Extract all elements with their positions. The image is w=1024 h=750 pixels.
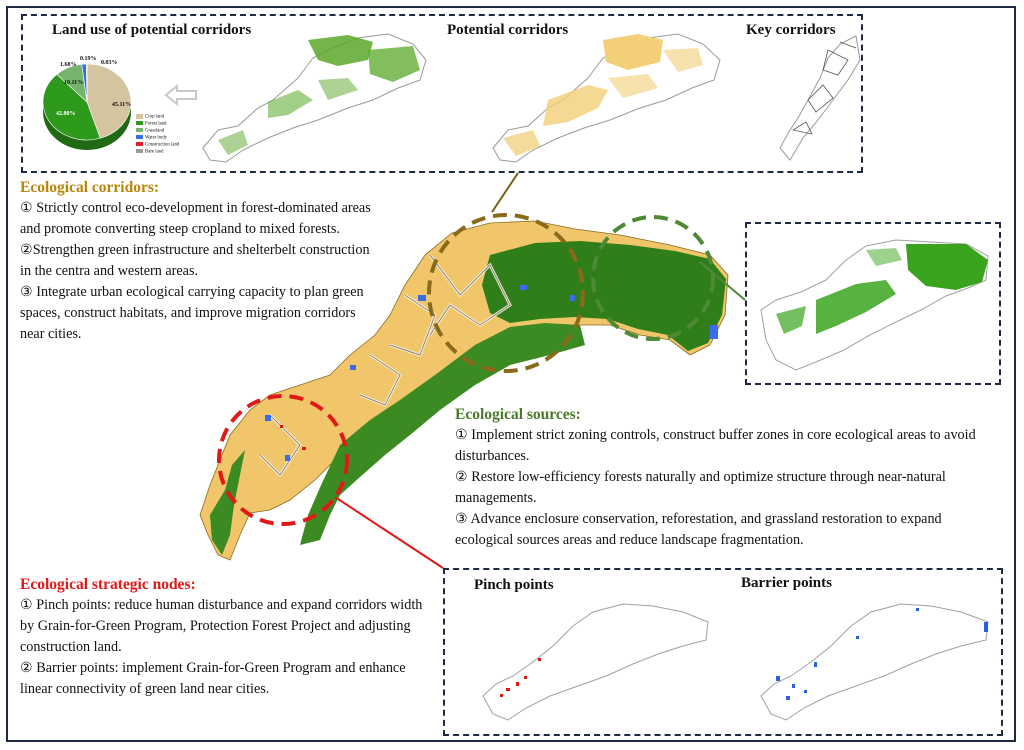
legend-item: Bare land xyxy=(136,148,179,156)
nodes-item-1: ① Pinch points: reduce human disturbance… xyxy=(20,597,423,655)
top-panel xyxy=(21,14,863,173)
ecological-sources-heading: Ecological sources: xyxy=(455,406,581,423)
corridor-item-3: ③ Integrate urban ecological carrying ca… xyxy=(20,284,364,342)
ecological-sources-section: Ecological sources: ① Implement strict z… xyxy=(455,404,1003,551)
corridor-item-1: ① Strictly control eco-development in fo… xyxy=(20,200,371,237)
nodes-item-2: ② Barrier points: implement Grain-for-Gr… xyxy=(20,660,406,697)
sources-item-2: ② Restore low-efficiency forests natural… xyxy=(455,469,946,506)
study-area-central-map xyxy=(199,220,729,561)
corridor-focus-circle xyxy=(427,213,585,373)
sources-item-1: ① Implement strict zoning controls, cons… xyxy=(455,427,976,464)
pie-label-construction: 0.19% xyxy=(80,56,97,62)
ecological-nodes-heading: Ecological strategic nodes: xyxy=(20,576,196,593)
pie-label-grassland: 10.11% xyxy=(64,80,84,86)
legend-item: Construction land xyxy=(136,141,179,149)
pinch-points-title: Pinch points xyxy=(474,577,554,593)
legend-item: Grassland xyxy=(136,127,179,135)
legend-item: Water body xyxy=(136,134,179,142)
land-use-pie-chart xyxy=(42,63,132,150)
figure-frame xyxy=(6,6,1016,742)
ecological-sources-map xyxy=(760,239,989,371)
ecological-nodes-section: Ecological strategic nodes: ① Pinch poin… xyxy=(20,574,432,700)
ecological-corridors-section: Ecological corridors: ① Strictly control… xyxy=(20,177,372,345)
hollow-arrow-left-icon xyxy=(164,83,197,107)
legend-item: Forest land xyxy=(136,120,179,128)
pie-label-water: 1.68% xyxy=(60,62,77,68)
pie-slice-0 xyxy=(86,63,132,139)
pie-slice-1 xyxy=(42,73,101,141)
pie-label-forest: 42.80% xyxy=(56,111,76,117)
corridor-item-2: ②Strengthen green infrastructure and she… xyxy=(20,242,370,279)
pie-legend: Crop land Forest land Grassland Water bo… xyxy=(136,114,179,156)
potential-corridor-map xyxy=(492,33,721,163)
pinch-points-map xyxy=(482,603,709,721)
sources-focus-circle xyxy=(591,215,715,341)
key-corridor-map xyxy=(779,35,861,161)
barrier-points-map xyxy=(760,603,989,721)
pie-side xyxy=(43,102,131,150)
nodes-focus-circle xyxy=(217,394,349,526)
nodes-panel xyxy=(443,568,1003,736)
potential-corridors-title: Potential corridors xyxy=(447,22,569,38)
legend-item: Crop land xyxy=(136,114,179,121)
key-corridors-title: Key corridors xyxy=(746,22,836,38)
barrier-points-title: Barrier points xyxy=(741,575,832,591)
land-use-corridor-map xyxy=(202,33,427,163)
sources-panel xyxy=(745,222,1001,385)
pie-label-crop: 45.11% xyxy=(112,102,132,108)
pie-label-bare: 0.03% xyxy=(101,60,118,66)
land-use-title: Land use of potential corridors xyxy=(52,22,252,38)
sources-item-3: ③ Advance enclosure conservation, refore… xyxy=(455,511,942,548)
ecological-corridors-heading: Ecological corridors: xyxy=(20,179,160,196)
